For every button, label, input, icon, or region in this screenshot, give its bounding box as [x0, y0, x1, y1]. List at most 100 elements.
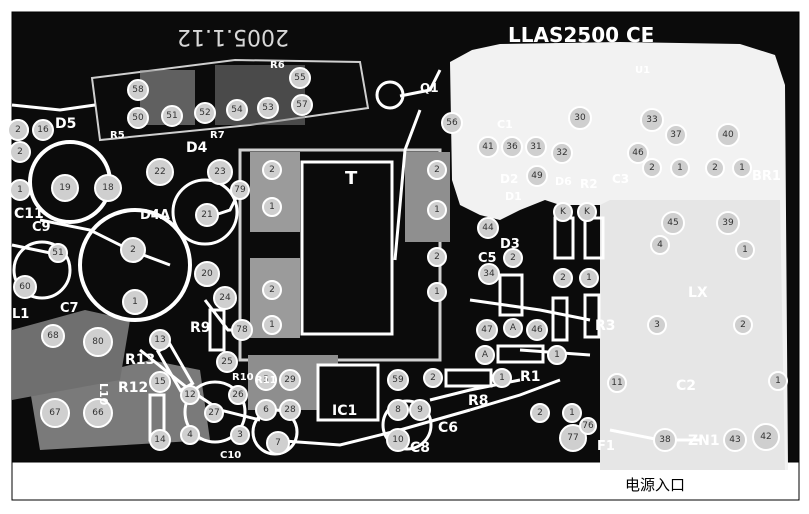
pad-number: 1 [434, 287, 440, 297]
pad-number: 3 [237, 430, 243, 440]
pad: 39 [716, 211, 740, 235]
pad-number: 78 [236, 325, 248, 335]
pad-number: 1 [17, 185, 23, 195]
pad: 1 [262, 197, 282, 217]
pad-number: 4 [657, 240, 663, 250]
designator-label: C10 [220, 450, 241, 461]
designator-label: D4 [186, 140, 208, 156]
pad-number: 29 [284, 375, 296, 385]
designator-label: C6 [438, 420, 458, 436]
pad: 12 [180, 385, 200, 405]
pad: 2 [423, 368, 443, 388]
pad: 53 [257, 97, 279, 119]
pad: 5 [255, 369, 277, 391]
designator-label: Q1 [420, 81, 439, 95]
pad-number: 40 [722, 130, 734, 140]
pad: 1 [768, 371, 788, 391]
pad-number: 51 [52, 248, 63, 258]
pad-number: 26 [232, 390, 244, 400]
designator-label: D6 [555, 175, 572, 188]
pad-number: 24 [219, 293, 231, 303]
pad: 1 [9, 179, 31, 201]
pad-number: 2 [649, 163, 655, 173]
pad: 80 [83, 327, 113, 357]
pad: 27 [204, 403, 224, 423]
pad: A [503, 318, 523, 338]
pad: 22 [146, 158, 174, 186]
pad-number: A [482, 350, 489, 360]
pad: 2 [553, 268, 573, 288]
pad: 2 [120, 237, 146, 263]
pad: 76 [579, 417, 597, 435]
pad-number: 28 [284, 405, 296, 415]
pad: 2 [530, 403, 550, 423]
pad-number: 5 [263, 375, 269, 385]
pad-number: 6 [263, 405, 269, 415]
pad: K [577, 202, 597, 222]
pad-number: 60 [19, 282, 31, 292]
pad: 23 [207, 159, 233, 185]
pad: 44 [477, 217, 499, 239]
pad: 67 [40, 398, 70, 428]
pad-number: 1 [434, 205, 440, 215]
pad: 21 [195, 203, 219, 227]
pad: 19 [51, 174, 79, 202]
pad: 58 [127, 79, 149, 101]
pad: 31 [525, 136, 547, 158]
pad: 1 [547, 345, 567, 365]
pad-number: 47 [481, 325, 492, 335]
pad-number: 2 [430, 373, 436, 383]
pad-number: 41 [482, 142, 493, 152]
pad: 2 [733, 315, 753, 335]
pad-number: 23 [214, 167, 225, 177]
pad-number: 80 [92, 337, 104, 347]
pad-group: 1716211918222379215121602024688013782515… [7, 67, 788, 455]
designator-label: R12 [118, 380, 148, 396]
pad-number: 21 [201, 210, 212, 220]
pad-number: 2 [17, 147, 23, 157]
designator-label: T [345, 168, 358, 189]
pad-number: 54 [231, 105, 243, 115]
designator-label: R1 [520, 369, 541, 385]
pad-number: 1 [569, 408, 575, 418]
pad: 66 [83, 398, 113, 428]
pad: 28 [279, 399, 301, 421]
pad-number: 53 [262, 103, 273, 113]
pad-number: 16 [37, 125, 49, 135]
pad: 7 [266, 431, 290, 455]
pad: 2 [503, 248, 523, 268]
pad-number: 42 [760, 432, 771, 442]
pad: 77 [559, 424, 587, 452]
pad: 47 [476, 319, 498, 341]
pad-number: 45 [667, 218, 678, 228]
pad-number: 34 [483, 269, 495, 279]
pad: 8 [387, 399, 409, 421]
pad-number: K [560, 207, 567, 217]
pad-number: 2 [510, 253, 516, 263]
pad-number: 10 [392, 435, 404, 445]
pad: 1 [427, 200, 447, 220]
pad: 1 [735, 240, 755, 260]
pad-number: 1 [132, 297, 138, 307]
pad: 24 [213, 286, 237, 310]
pad: 55 [289, 67, 311, 89]
pad-number: 38 [659, 435, 671, 445]
designator-label: C11 [14, 206, 44, 222]
pad-number: 2 [434, 165, 440, 175]
pad: 4 [650, 235, 670, 255]
pad: 2 [642, 158, 662, 178]
pad-number: 43 [729, 435, 740, 445]
designator-label: C1 [497, 118, 513, 131]
pad-number: 14 [154, 435, 166, 445]
pad-number: K [584, 207, 591, 217]
pad: 2 [9, 141, 31, 163]
designator-label: D4A [140, 208, 170, 223]
pad-number: 58 [132, 85, 144, 95]
pad-number: 1 [269, 202, 275, 212]
pad: 20 [194, 261, 220, 287]
pad-number: 77 [567, 433, 578, 443]
designator-label: BR1 [752, 169, 781, 184]
pad: 40 [716, 123, 740, 147]
pad-number: 2 [434, 252, 440, 262]
